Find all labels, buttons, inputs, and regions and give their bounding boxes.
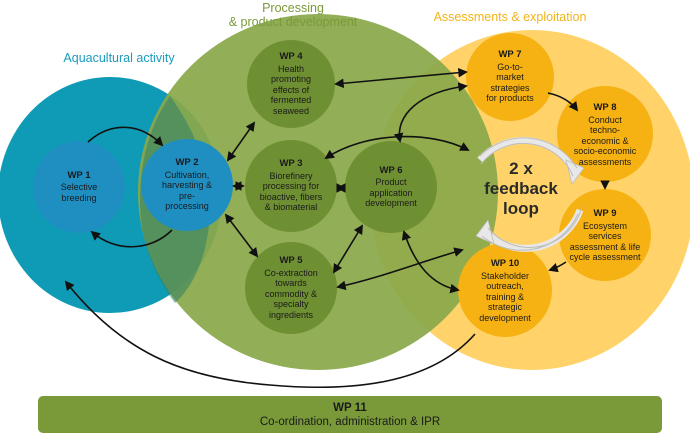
wp7-circle	[466, 33, 554, 121]
arrow-wp3-feedback	[324, 135, 470, 160]
arrow-wp2-wp5	[224, 213, 259, 258]
arrow-wp2-wp4	[226, 121, 256, 162]
arrow-wp10-wp1-large	[64, 280, 476, 389]
wp8-description: Conduct techno- economic & socio-economi…	[573, 114, 637, 167]
wp9-number: WP 9	[593, 208, 617, 220]
wp10-description: Stakeholder outreach, training & strateg…	[479, 270, 531, 323]
connector-arrows	[64, 67, 610, 389]
wp7-description: Go-to- market strategies for products	[486, 61, 534, 104]
wp6-description: Product application development	[365, 177, 417, 208]
arrow-wp1-wp2-top	[87, 126, 164, 147]
wp9-node: WP 9 Ecosystem services assessment & lif…	[560, 204, 650, 268]
wp1-description: Selective breeding	[60, 182, 98, 203]
feedback-loop-label: 2 x feedback loop	[484, 159, 558, 218]
wp11-bar: WP 11 Co-ordination, administration & IP…	[38, 396, 662, 433]
arrow-wp9-wp10	[548, 261, 567, 273]
arrow-wp4-wp7	[334, 67, 468, 89]
arrow-wp2-wp1-bottom	[90, 229, 173, 248]
wp5-circle	[245, 242, 337, 334]
feedback-loop-arrowheads	[475, 159, 585, 245]
wp3-circle	[245, 140, 337, 232]
wp10-circle	[458, 243, 552, 337]
wp10-number: WP 10	[490, 258, 520, 269]
wp1-node: WP 1 Selective breeding	[39, 150, 119, 224]
wp1-number: WP 1	[67, 169, 91, 181]
wp10-node: WP 10 Stakeholder outreach, training & s…	[462, 253, 548, 329]
assessments-title: Assessments & exploitation	[433, 10, 587, 24]
wp6-number: WP 6	[379, 164, 403, 176]
arrow-wp10-wp5	[336, 247, 464, 291]
wp11-description: Co-ordination, administration & IPR	[259, 415, 441, 428]
wp6-circle	[345, 141, 437, 233]
wp2-node: WP 2 Cultivation, harvesting & pre- proc…	[147, 148, 227, 222]
wp3-number: WP 3	[279, 158, 303, 170]
processing-title: Processing & product development	[228, 1, 358, 29]
wp7-node: WP 7 Go-to- market strategies for produc…	[470, 45, 550, 109]
wp5-number: WP 5	[279, 255, 303, 266]
wp3-node: WP 3 Biorefinery processing for bioactiv…	[247, 149, 335, 223]
wp5-description: Co-extraction towards commodity & specia…	[264, 267, 318, 320]
wp8-number: WP 8	[593, 102, 617, 113]
wp2-description: Cultivation, harvesting & pre- processin…	[161, 169, 213, 212]
feedback-loop-outline	[479, 137, 583, 251]
wp4-circle	[247, 40, 335, 128]
arrow-wp7-wp8	[547, 92, 579, 112]
wp2-circle	[141, 139, 233, 231]
wp1-circle	[33, 141, 125, 233]
wp5-node: WP 5 Co-extraction towards commodity & s…	[251, 250, 331, 326]
wp4-number: WP 4	[279, 51, 303, 62]
wp4-description: Health promoting effects of fermented se…	[270, 63, 312, 116]
wp4-node: WP 4 Health promoting effects of ferment…	[251, 46, 331, 122]
wp2-number: WP 2	[175, 157, 199, 169]
wp11-number: WP 11	[333, 401, 367, 414]
arrow-wp6-wp7	[393, 82, 468, 143]
wp9-description: Ecosystem services assessment & life cyc…	[569, 220, 641, 263]
wp8-circle	[557, 86, 653, 182]
wp3-description: Biorefinery processing for bioactive, fi…	[259, 170, 323, 213]
aquacultural-title: Aquacultural activity	[63, 51, 175, 65]
wp7-number: WP 7	[498, 49, 522, 61]
wp6-node: WP 6 Product application development	[351, 160, 431, 214]
wp8-node: WP 8 Conduct techno- economic & socio-ec…	[560, 98, 650, 172]
